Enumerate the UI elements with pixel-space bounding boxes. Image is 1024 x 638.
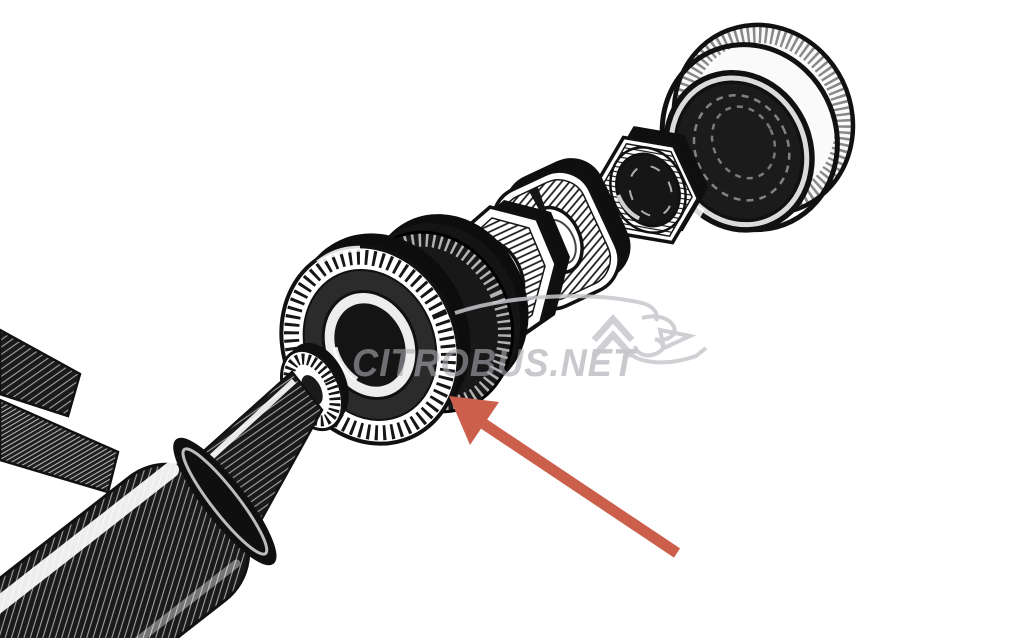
pointer-arrow-shaft xyxy=(480,419,681,558)
track-rod-sleeve-arm xyxy=(0,437,277,638)
hex-nut xyxy=(595,126,709,245)
watermark: CITROBUS.NET xyxy=(352,294,708,385)
linkage-arm-stub xyxy=(0,328,82,418)
dome-dust-cap xyxy=(659,22,856,233)
watermark-car-logo xyxy=(454,294,708,365)
chevron-icon xyxy=(591,314,635,343)
chevron-icon xyxy=(591,330,635,359)
pointer-arrow xyxy=(449,396,681,558)
ribbed-collar-washer xyxy=(280,342,349,432)
watermark-text: CITROBUS.NET xyxy=(352,342,638,385)
pointer-arrowhead-icon xyxy=(449,396,499,445)
threaded-rod-end xyxy=(0,398,120,494)
